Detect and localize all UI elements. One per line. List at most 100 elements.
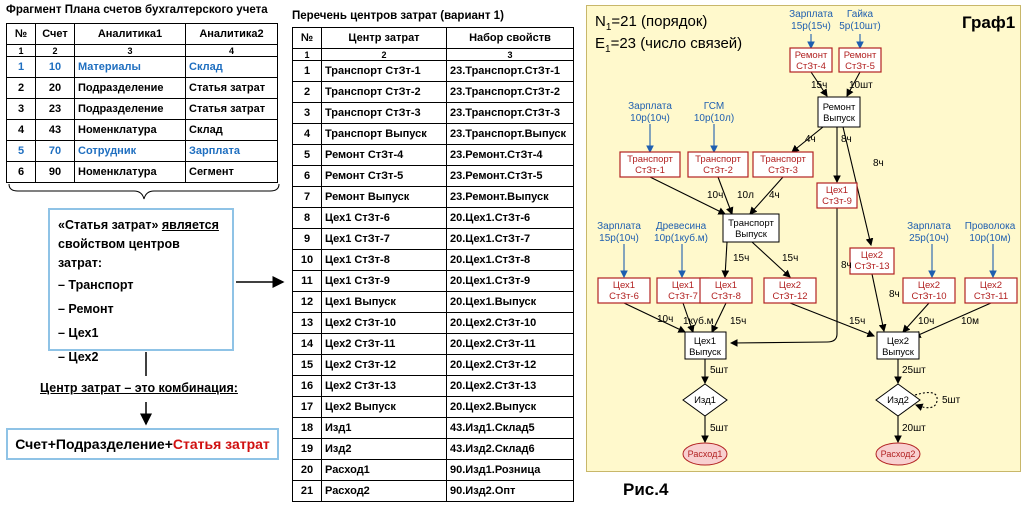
node-repair-output (817, 96, 861, 128)
node-label: Транспорт (627, 154, 673, 165)
table-cell: Цех2 СтЗт-11 (321, 333, 447, 355)
table-row: 3 23 Подразделение Статья затрат (6, 98, 278, 120)
cost-item-node (816, 182, 858, 209)
node-expense2 (875, 442, 921, 466)
source-label: 10р(1куб.м) (654, 232, 708, 244)
edge-label: 10м (961, 316, 979, 327)
table-cell: Цех2 СтЗт-13 (321, 375, 447, 397)
source-label: Зарплата (907, 221, 951, 232)
table2-header-center: Центр затрат (321, 27, 447, 49)
table1-title: Фрагмент Плана счетов бухгалтерского уче… (6, 4, 268, 16)
note-bullet: – Цех1 (58, 326, 99, 340)
node-label: Изд1 (694, 395, 716, 406)
node-label: СтЗт-2 (703, 165, 733, 176)
table-cell: 20.Цех1.СтЗт-9 (446, 270, 574, 292)
node-label: СтЗт-11 (974, 291, 1008, 302)
note-bullet: – Транспорт (58, 278, 134, 292)
chart-of-accounts-table: № Счет Аналитика1 Аналитика2 1 2 3 4 1 1… (6, 23, 278, 183)
table-cell: 4 (292, 123, 322, 145)
table-cell: Изд2 (321, 438, 447, 460)
node-label: Транспорт (728, 218, 774, 229)
edge-label: 1куб.м (683, 315, 714, 327)
table-cell: 6 (292, 165, 322, 187)
table-cell: 23.Ремонт.СтЗт-4 (446, 144, 574, 166)
table-cell: 19 (292, 438, 322, 460)
edge-label: 10шт (849, 80, 873, 91)
node-label: Цех2 (779, 280, 801, 291)
table-cell: 20 (35, 77, 75, 99)
cost-item-node (763, 277, 817, 304)
table-cell: Транспорт СтЗт-1 (321, 60, 447, 82)
cost-item-node (699, 277, 753, 304)
source-label: Древесина (656, 221, 707, 232)
table-cell: 14 (292, 333, 322, 355)
table-row: 2 20 Подразделение Статья затрат (6, 77, 278, 99)
cost-item-node (619, 151, 681, 178)
edge-label: 4ч (805, 134, 816, 145)
table-cell: 20.Цех2.Выпуск (446, 396, 574, 418)
table-cell: 3 (292, 102, 322, 124)
source-label: 10р(10м) (969, 233, 1010, 244)
table-cell: Сегмент (185, 161, 278, 183)
node-label: СтЗт-4 (796, 61, 826, 72)
node-shop2-output (876, 331, 920, 360)
cost-item-note: «Статья затрат» является свойством центр… (48, 208, 234, 364)
table-cell: 23.Ремонт.Выпуск (446, 186, 574, 208)
edge-label: 10л (737, 190, 754, 201)
table-cell: 11 (292, 270, 322, 292)
left-connectors (140, 276, 285, 426)
table-cell: Номенклатура (74, 119, 186, 141)
node-label: Цех2 (918, 280, 940, 291)
table1-header-account: Счет (35, 23, 75, 45)
table-cell: 17 (292, 396, 322, 418)
table-cell: 1 (292, 60, 322, 82)
cost-item-node (789, 47, 833, 73)
node-label: СтЗт-5 (845, 61, 875, 72)
node-label: Расход2 (881, 449, 916, 459)
node-label: Цех1 (694, 336, 716, 347)
edge-label: 10ч (707, 190, 723, 201)
edge-label: 5шт (942, 395, 961, 406)
cost-item-node (597, 277, 651, 304)
node-label: Ремонт (823, 102, 856, 113)
node-label: Цех1 (672, 280, 694, 291)
table-cell: 23.Транспорт.СтЗт-3 (446, 102, 574, 124)
note-line: свойством центров затрат: (58, 237, 180, 270)
table-cell: 20.Цех1.СтЗт-7 (446, 228, 574, 250)
node-label: СтЗт-3 (768, 165, 798, 176)
edge-label: 5шт (710, 423, 729, 434)
table-cell: 23.Транспорт.СтЗт-2 (446, 81, 574, 103)
source-label: Проволока (965, 221, 1016, 232)
node-label: Изд2 (887, 395, 909, 406)
source-label: ГСМ (704, 101, 724, 112)
node-label: СтЗт-10 (911, 291, 946, 302)
node-label: Цех1 (613, 280, 635, 291)
cost-flow-graph: N1=21 (порядок) E1=23 (число связей) Гра… (595, 9, 1018, 466)
node-label: Выпуск (689, 347, 722, 358)
node-label: Цех1 (715, 280, 737, 291)
table-cell: Материалы (74, 56, 186, 78)
source-label: 5р(10шт) (839, 21, 881, 32)
source-label: Зарплата (789, 9, 833, 20)
source-label: 15р(10ч) (599, 233, 639, 244)
table-cell: 23.Транспорт.Выпуск (446, 123, 574, 145)
table-cell: 2 (292, 81, 322, 103)
graph-edges-count: E1=23 (число связей) (595, 35, 742, 55)
table-cell: Изд1 (321, 417, 447, 439)
node-label: Транспорт (760, 154, 806, 165)
cost-item-node (964, 277, 1018, 304)
node-label: СтЗт-12 (772, 291, 807, 302)
edge-label: 15ч (849, 316, 865, 327)
